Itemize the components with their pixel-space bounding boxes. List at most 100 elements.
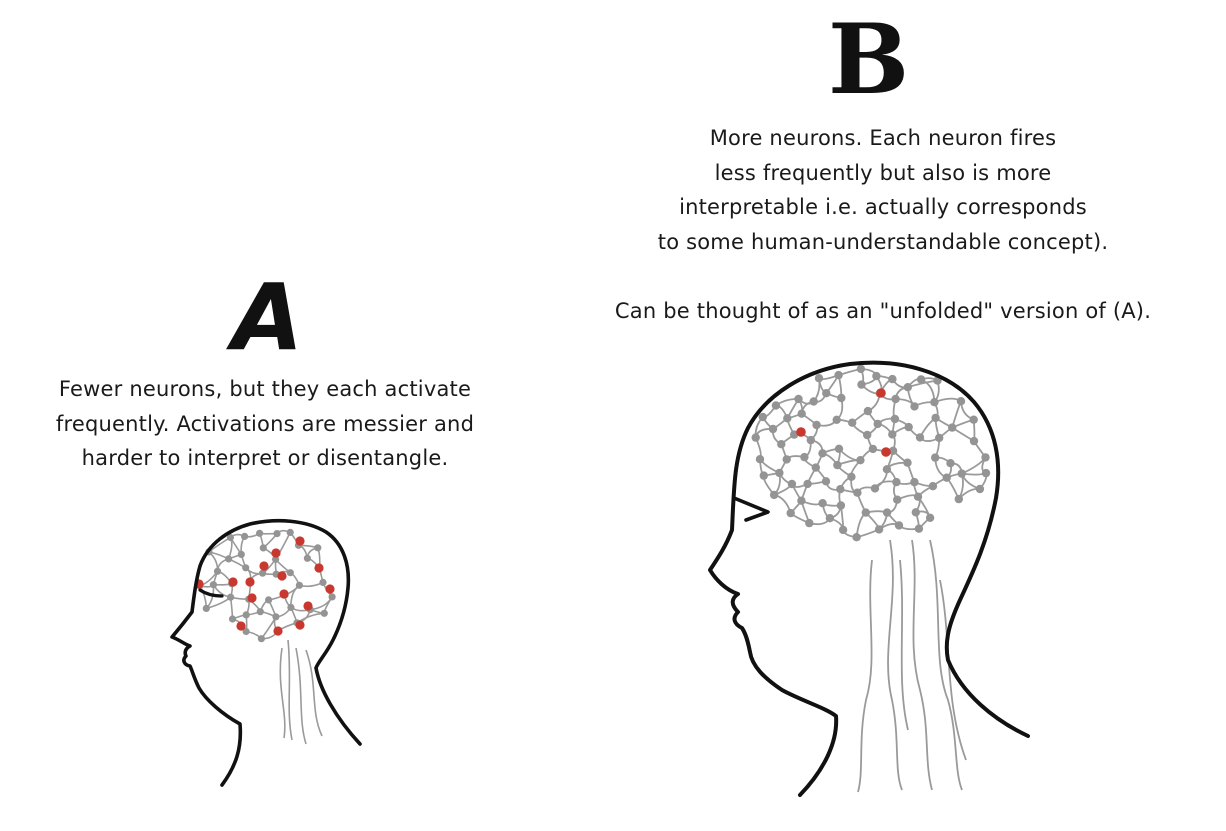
head-a-neuron — [241, 532, 249, 541]
head-b-neuron — [873, 419, 882, 429]
head-b-neuron — [975, 484, 985, 494]
head-a-active-neuron — [303, 601, 313, 611]
head-b-neuron — [893, 495, 902, 504]
head-a-active-neuron — [228, 577, 238, 587]
head-a-active-neuron — [245, 577, 255, 587]
panel-b-caption-line-4: to some human-understandable concept). — [657, 229, 1109, 254]
panel-b-caption-line-3: interpretable i.e. actually corresponds — [679, 195, 1087, 220]
head-b-eye-brow — [732, 496, 770, 522]
head-b-spinal-fibre — [939, 579, 967, 761]
head-a-spinal-fibre — [295, 647, 307, 745]
head-b-neuron — [954, 494, 963, 504]
head-b-neuron — [981, 453, 990, 462]
head-a-neuron — [265, 596, 273, 604]
head-a-neuron — [242, 611, 250, 619]
head-b-neuron — [818, 499, 827, 508]
head-b-active-neuron — [796, 427, 806, 437]
head-a-neuron — [272, 613, 280, 621]
head-b-neuron — [946, 459, 955, 468]
head-a-network — [194, 528, 336, 745]
head-b-neuron — [805, 518, 814, 528]
head-b-neuron — [758, 412, 767, 422]
head-a-neuron — [228, 615, 237, 623]
head-b-neuron — [870, 484, 880, 493]
head-b-neuron — [888, 374, 897, 384]
panel-b-caption-line-2: less frequently but also is more — [714, 160, 1052, 185]
panel-a-caption-line-3: harder to interpret or disentangle. — [81, 446, 449, 471]
head-b-neuron — [777, 440, 786, 449]
head-b-spinal-fibre — [911, 539, 933, 791]
head-b-spinal-fibre — [899, 559, 909, 731]
head-a-neuron — [213, 567, 222, 575]
head-a-neuron — [226, 533, 234, 542]
head-b-neuron — [863, 406, 873, 416]
panel-a-caption: Fewer neurons, but they each activate fr… — [0, 372, 530, 476]
head-b-neuron — [882, 508, 892, 517]
head-b-neuron — [797, 496, 806, 505]
head-b-neuron — [911, 508, 920, 517]
head-b-neuron — [783, 414, 792, 423]
head-b-neuron — [957, 469, 966, 478]
head-b-neuron — [768, 424, 778, 434]
head-b-network — [751, 364, 991, 793]
panel-b-caption: More neurons. Each neuron fires less fre… — [540, 121, 1226, 329]
head-b-neuron — [891, 394, 900, 404]
head-a-active-neuron — [247, 593, 257, 603]
head-b-neuron — [931, 413, 940, 423]
head-a-active-neuron — [295, 536, 305, 546]
head-b-neuron — [794, 394, 803, 404]
head-b-neuron — [915, 433, 925, 442]
head-b-neuron — [771, 401, 781, 410]
head-b-neuron — [910, 402, 919, 411]
head-b-neuron — [832, 415, 841, 424]
head-a-neuron — [273, 530, 281, 538]
head-b-neuron — [888, 430, 897, 439]
head-b-neuron — [834, 444, 844, 453]
head-b-neuron — [969, 415, 978, 424]
head-b-neuron — [888, 446, 898, 455]
head-a-neuron — [227, 593, 235, 601]
head-b-neuron — [910, 477, 919, 487]
head-b-neuron — [838, 525, 848, 535]
head-b-neuron — [892, 477, 901, 487]
head-b-neuron — [833, 460, 842, 470]
head-b-neuron — [868, 444, 878, 454]
head-a-active-neuron — [277, 571, 287, 581]
head-b-neuron — [853, 488, 862, 497]
head-b-neuron — [836, 501, 846, 510]
head-b-neuron — [809, 397, 818, 406]
head-b-spinal-fibre — [929, 539, 963, 791]
head-b-neuron — [759, 471, 768, 480]
head-b-neuron — [935, 433, 944, 443]
head-a-neuron — [286, 528, 294, 537]
head-a-active-neuron — [295, 620, 305, 630]
head-b-neuron — [872, 371, 881, 381]
head-a-neuron — [257, 635, 265, 643]
head-b-neuron — [903, 383, 912, 392]
head-a-active-neuron — [273, 626, 283, 636]
head-a-neuron — [259, 544, 267, 552]
head-a-neuron — [328, 593, 336, 601]
head-a-neuron — [320, 609, 328, 617]
head-b-neuron — [806, 435, 815, 445]
head-a-neuron — [202, 604, 210, 613]
head-b-neuron — [847, 472, 856, 481]
head-b-spinal-fibre — [887, 539, 903, 791]
head-a-neuron — [319, 578, 327, 587]
head-b-spinal-fibre — [857, 559, 873, 793]
head-a-neuron — [295, 581, 303, 589]
head-b-neuron — [942, 473, 951, 482]
head-b-neuron — [916, 375, 926, 384]
head-a-neuron — [209, 581, 217, 589]
head-a-neuron — [286, 569, 294, 577]
head-b-active-neuron — [876, 388, 886, 398]
head-b-neuron — [751, 433, 760, 442]
panel-a-letter: A — [232, 264, 304, 371]
head-a-active-neuron — [259, 561, 269, 571]
head-b-neuron — [755, 455, 765, 464]
head-b-neuron — [863, 430, 872, 440]
head-a-neuron — [256, 608, 264, 616]
